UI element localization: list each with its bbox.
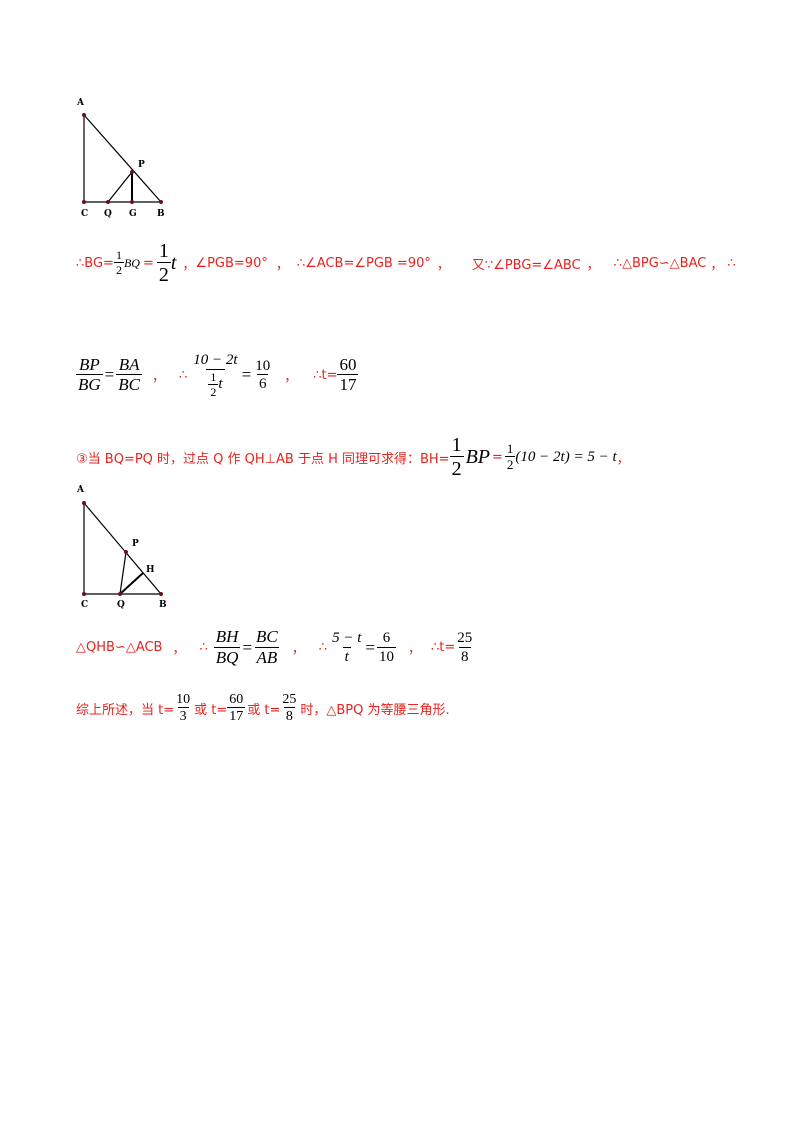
label-h: H (146, 565, 155, 575)
label-q: Q (117, 600, 125, 610)
label-q: Q (104, 209, 112, 219)
label-a: A (76, 485, 85, 495)
label-b: B (159, 600, 167, 610)
label-g: G (129, 209, 137, 219)
figure-triangle-2: A P H C Q B (76, 485, 167, 610)
label-c: C (81, 600, 88, 610)
therefore-symbol: ∴ (76, 255, 85, 271)
label-p: P (138, 160, 145, 170)
figure-triangle-1: A P C Q G B (76, 98, 165, 219)
label-a: A (76, 98, 85, 108)
solution-line-3: ③当 BQ=PQ 时，过点 Q 作 QH⊥AB 于点 H 同理可求得：BH= 1… (76, 434, 630, 480)
label-b: B (157, 209, 165, 219)
label-p: P (132, 539, 139, 549)
label-c: C (81, 209, 88, 219)
